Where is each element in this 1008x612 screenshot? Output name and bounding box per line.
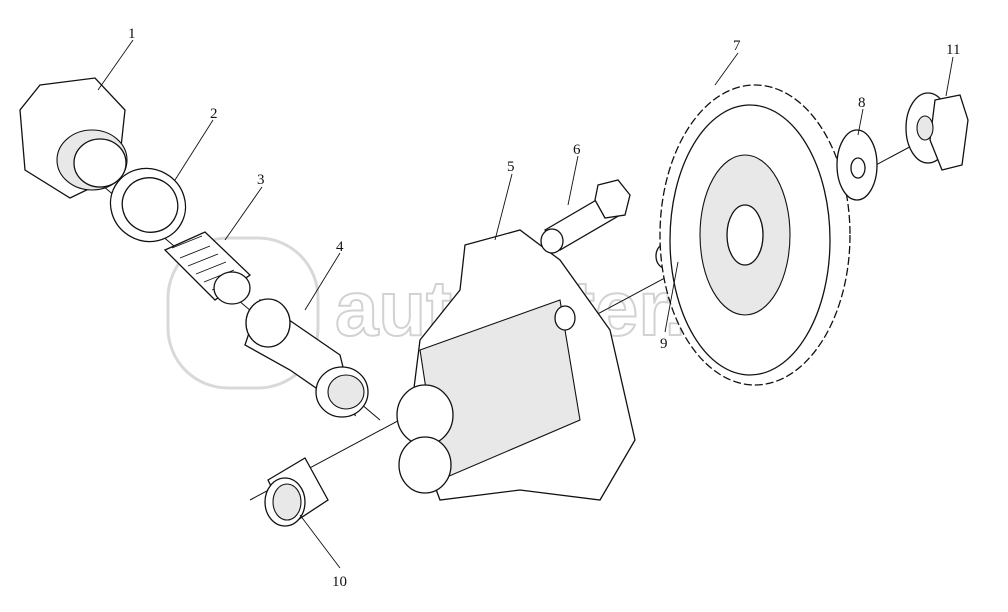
callout-1: 1 <box>128 26 136 42</box>
callout-9: 9 <box>660 336 668 352</box>
callout-5: 5 <box>507 159 515 175</box>
callout-8: 8 <box>858 95 866 111</box>
part-4-valve <box>244 298 369 418</box>
part-11-flange-nut <box>905 92 969 171</box>
part-6-bolt <box>540 179 631 254</box>
part-8-washer <box>836 129 878 201</box>
part-2-washer <box>109 167 187 243</box>
part-1-hex-plug <box>19 77 128 199</box>
part-5-pump-housing <box>396 229 636 501</box>
callout-3: 3 <box>257 172 265 188</box>
callout-10: 10 <box>332 574 347 590</box>
callout-7: 7 <box>733 38 741 54</box>
callout-6: 6 <box>573 142 581 158</box>
part-10-bushing <box>264 457 329 527</box>
part-7-gear <box>659 84 851 386</box>
watermark-logo <box>166 236 320 390</box>
callout-11: 11 <box>946 42 960 58</box>
part-3-spring <box>163 231 252 305</box>
callout-2: 2 <box>210 106 218 122</box>
leader-lines <box>97 39 954 569</box>
callout-4: 4 <box>336 239 344 255</box>
